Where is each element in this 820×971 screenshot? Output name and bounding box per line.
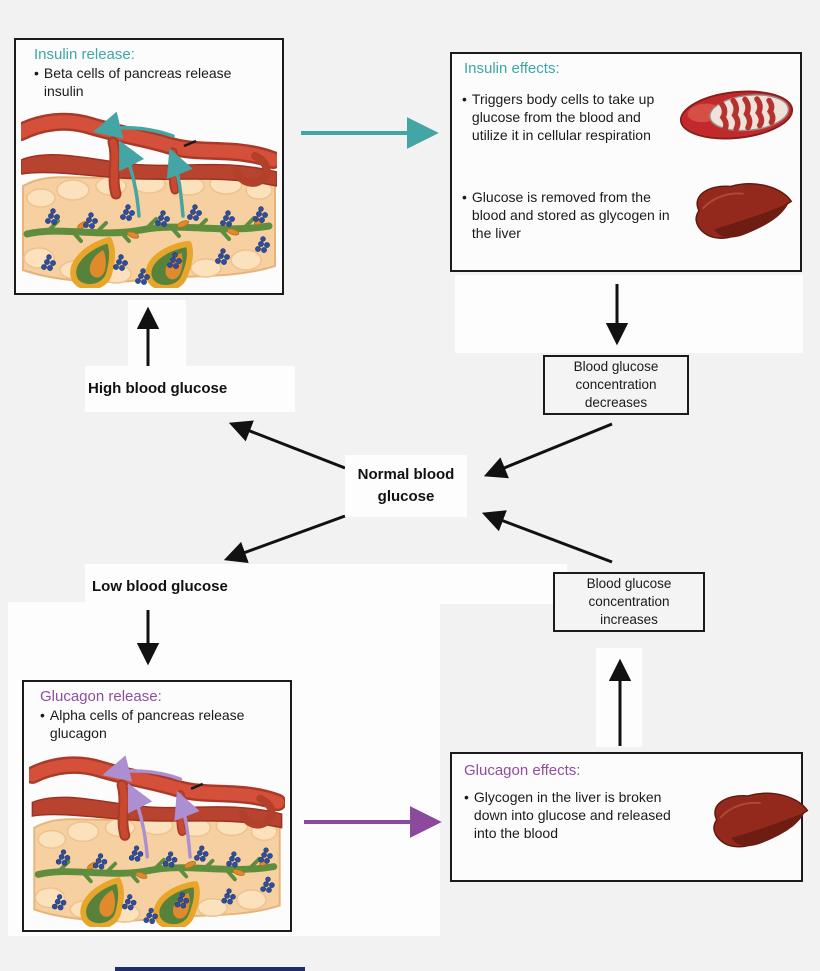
mitochondria-icon — [679, 90, 794, 140]
glucagon-effects-bullet-text: Glycogen in the liver is broken down int… — [473, 789, 671, 841]
glucagon-effects-panel: Glucagon effects: • Glycogen in the live… — [450, 752, 809, 882]
arrow-decrease-to-normal — [483, 422, 613, 479]
blood-glucose-increases-box: Blood glucose concentration increases — [553, 572, 705, 632]
insulin-effects-bullet-1: Triggers body cells to take up glucose f… — [471, 91, 655, 143]
bullet-marker: • — [40, 707, 45, 723]
blood-glucose-decreases-box: Blood glucose concentration decreases — [543, 355, 689, 415]
glucagon-effects-title: Glucagon effects: — [464, 762, 581, 779]
bullet-marker: • — [34, 65, 39, 81]
bullet-marker: • — [462, 188, 467, 205]
bg-patch — [455, 275, 803, 353]
low-blood-glucose-label: Low blood glucose — [92, 578, 228, 595]
arrow-increase-to-normal — [481, 510, 613, 564]
pancreas-islet-illustration-insulin — [21, 111, 277, 288]
bullet-marker: • — [464, 789, 469, 805]
arrow-normal-to-high — [228, 420, 346, 470]
bg-patch — [596, 648, 642, 747]
insulin-release-bullet-text: Beta cells of pancreas release insulin — [43, 65, 232, 99]
glucagon-release-bullet-text: Alpha cells of pancreas release glucagon — [49, 707, 245, 741]
normal-blood-glucose-box: Normal blood glucose — [345, 455, 467, 517]
glucagon-release-panel: Glucagon release: • Alpha cells of pancr… — [22, 680, 292, 932]
insulin-release-panel: Insulin release: • Beta cells of pancrea… — [14, 38, 284, 295]
pancreas-islet-illustration-glucagon — [29, 755, 285, 927]
blood-glucose-increases-text: Blood glucose concentration increases — [586, 575, 672, 628]
arrow-normal-to-low — [223, 514, 346, 564]
high-blood-glucose-label: High blood glucose — [88, 380, 228, 397]
glucagon-release-title: Glucagon release: — [40, 688, 162, 705]
blood-glucose-decreases-text: Blood glucose concentration decreases — [573, 358, 659, 411]
liver-icon — [712, 792, 809, 848]
bg-patch — [85, 564, 567, 604]
bullet-marker: • — [462, 91, 467, 107]
bg-patch — [128, 300, 186, 368]
insulin-effects-panel: Insulin effects: • Triggers body cells t… — [450, 52, 802, 272]
liver-icon — [695, 182, 793, 240]
insulin-release-title: Insulin release: — [34, 46, 135, 63]
bottom-edge-bar — [115, 967, 305, 971]
insulin-effects-bullet-2: Glucose is removed from the blood and st… — [471, 188, 670, 241]
normal-blood-glucose-text: Normal blood glucose — [357, 466, 455, 505]
bg-patch — [85, 366, 295, 412]
insulin-effects-title: Insulin effects: — [464, 60, 560, 77]
